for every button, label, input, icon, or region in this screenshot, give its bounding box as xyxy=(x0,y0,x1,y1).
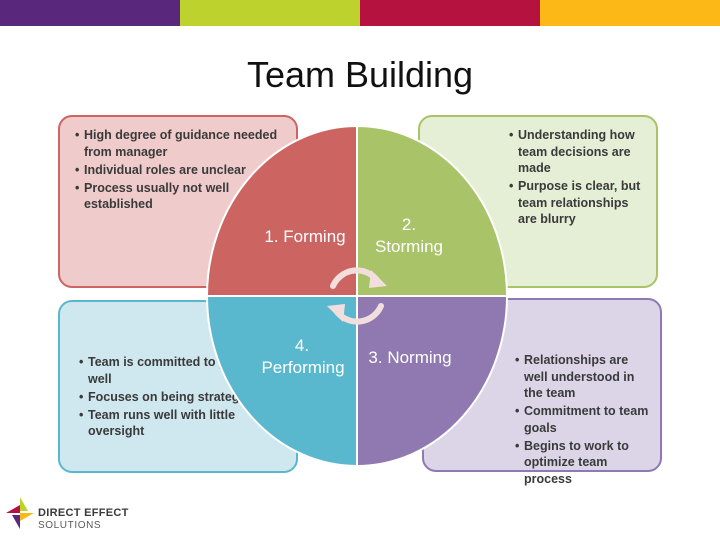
logo-line2: SOLUTIONS xyxy=(38,520,102,531)
forming-bullet: Individual roles are unclear xyxy=(75,162,286,179)
forming-label: 1. Forming xyxy=(264,227,345,246)
storming-bullet: Purpose is clear, but team relationships… xyxy=(509,178,646,228)
norming-bullet: Relationships are well understood in the… xyxy=(515,352,650,402)
top-color-bar xyxy=(0,0,720,26)
top-bar-segment-purple xyxy=(0,0,180,26)
top-bar-segment-green xyxy=(180,0,360,26)
forming-bullet: High degree of guidance needed from mana… xyxy=(75,127,286,160)
performing-bullet: Focuses on being strategic xyxy=(79,389,286,406)
storming-number: 2. xyxy=(402,215,416,234)
norming-quadrant xyxy=(356,295,509,468)
top-bar-segment-yellow xyxy=(540,0,720,26)
storming-label: Storming xyxy=(375,237,443,256)
top-bar-segment-red xyxy=(360,0,540,26)
storming-quadrant xyxy=(356,124,509,297)
performing-bullet: Team runs well with little oversight xyxy=(79,407,286,440)
norming-bullet: Begins to work to optimize team process xyxy=(515,438,650,488)
forming-quadrant xyxy=(205,124,358,297)
performing-number: 4. xyxy=(295,336,309,355)
company-logo: DIRECT EFFECT SOLUTIONS xyxy=(6,493,146,537)
pinwheel-logo-icon xyxy=(6,497,34,529)
norming-bullet: Commitment to team goals xyxy=(515,403,650,436)
performing-quadrant xyxy=(205,295,358,468)
performing-label: Performing xyxy=(261,358,344,377)
norming-label: 3. Norming xyxy=(368,348,451,367)
slide-title: Team Building xyxy=(246,54,474,95)
forming-bullet: Process usually not well established xyxy=(75,180,286,213)
storming-bullet: Understanding how team decisions are mad… xyxy=(509,127,646,177)
arrow-head-icon xyxy=(369,270,387,288)
logo-line1: DIRECT EFFECT xyxy=(38,507,129,519)
arrow-head-icon xyxy=(327,304,345,322)
